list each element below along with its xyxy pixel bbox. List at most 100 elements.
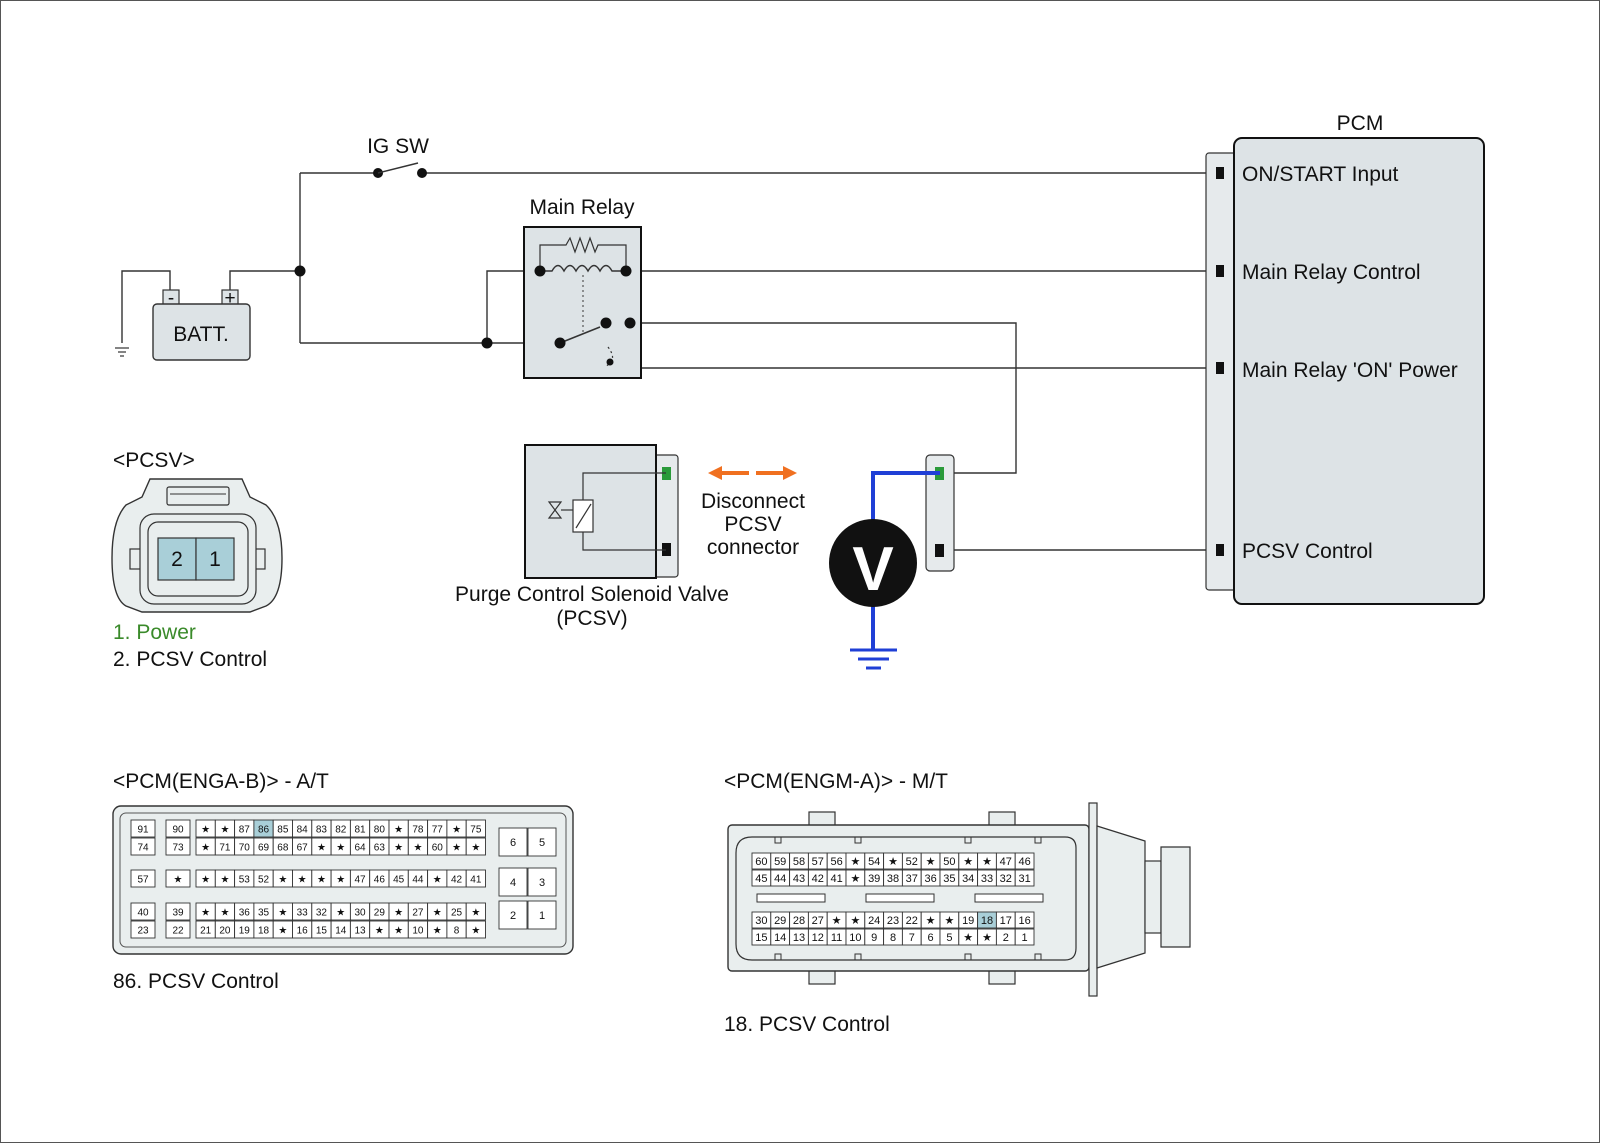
connector-pin: 46: [369, 869, 390, 888]
connector-pin: 4: [498, 867, 528, 897]
connector-pin: ★: [214, 819, 236, 838]
connector-pin: 45: [388, 869, 409, 888]
connector-pin-label: 57: [812, 856, 824, 868]
connector-pin-label: 33: [297, 908, 309, 919]
connector-pin: ★: [272, 920, 293, 939]
connector-pin: ★: [330, 902, 351, 921]
connector-pin-label: ★: [278, 926, 287, 937]
connector-pin: ★: [883, 852, 903, 870]
disconnect-line-1: Disconnect: [701, 490, 805, 513]
connector-pin: ★: [427, 902, 448, 921]
connector-pin-label: ★: [220, 875, 229, 886]
connector-pin: 34: [958, 869, 979, 887]
connector-pin-label: ★: [982, 932, 992, 944]
connector-pin: 90: [165, 819, 191, 838]
connector-pin: 44: [770, 869, 791, 887]
connector-pin: 69: [253, 837, 274, 856]
connector-pin-label: 81: [354, 825, 366, 836]
connector-pin: 13: [349, 920, 371, 939]
connector-pin: ★: [977, 928, 997, 946]
connector-pin-label: 47: [1000, 856, 1012, 868]
connector-pin: 44: [407, 869, 429, 888]
connector-pin-label: ★: [174, 875, 183, 886]
connector-pin-label: 28: [793, 915, 805, 927]
connector-pin-label: 12: [812, 932, 824, 944]
connector-pin-label: 10: [849, 932, 861, 944]
connector-pin-label: 35: [258, 908, 270, 919]
connector-pin: ★: [388, 837, 409, 856]
connector-pin-label: 16: [297, 926, 309, 937]
connector-pin: ★: [388, 920, 409, 939]
pcsv-valve: Purge Control Solenoid Valve (PCSV): [455, 444, 729, 630]
connector-pin: 36: [920, 869, 941, 887]
connector-pin-label: 60: [432, 843, 444, 854]
connector-pin-label: 21: [200, 926, 212, 937]
connector-pin: 33: [977, 869, 997, 887]
connector-pin: ★: [292, 869, 313, 888]
connector-pin-label: 90: [172, 825, 184, 836]
pcsv-cavity-2: 2: [171, 548, 183, 571]
connector-pin-label: 73: [172, 843, 184, 854]
connector-pin-label: ★: [220, 825, 229, 836]
connector-pin: 41: [465, 869, 486, 888]
connector-pin-label: 5: [946, 932, 952, 944]
connector-pin-label: ★: [278, 875, 287, 886]
connector-pin: 8: [446, 920, 467, 939]
connector-pin: ★: [427, 920, 448, 939]
battery-plus-label: +: [224, 288, 235, 309]
connector-pin: ★: [330, 869, 351, 888]
connector-pin-label: ★: [471, 843, 480, 854]
connector-pin: ★: [369, 920, 390, 939]
connector-pin: 87: [234, 819, 255, 838]
pcm-pin-pcsv-control: PCSV Control: [1242, 540, 1373, 563]
connector-pin: 8: [883, 928, 903, 946]
connector-pin: 64: [349, 837, 371, 856]
connector-pin-label: ★: [888, 856, 898, 868]
connector-pin: 23: [130, 920, 156, 939]
connector-pin-label: ★: [452, 843, 461, 854]
connector-pin-label: 75: [470, 825, 482, 836]
connector-pin: 25: [446, 902, 467, 921]
connector-pin: 78: [407, 819, 429, 838]
voltmeter-symbol: V: [852, 535, 893, 604]
battery: - + BATT.: [152, 288, 251, 361]
connector-at-title: <PCM(ENGA-B)> - A/T: [113, 770, 329, 793]
connector-pin: 39: [864, 869, 885, 887]
connector-pin-label: ★: [201, 825, 210, 836]
connector-pin: 41: [826, 869, 847, 887]
disconnect-note: Disconnect PCSV connector: [701, 490, 805, 559]
connector-pin: 85: [272, 819, 293, 838]
connector-pin-label: 74: [137, 843, 149, 854]
connector-pin: 58: [789, 852, 809, 870]
connector-pin: 56: [826, 852, 847, 870]
connector-pin-label: 36: [239, 908, 251, 919]
connector-pin-label: 9: [871, 932, 877, 944]
connector-pin: 20: [214, 920, 236, 939]
connector-pin: ★: [446, 837, 467, 856]
connector-pin: ★: [195, 902, 216, 921]
connector-pin-label: ★: [413, 843, 422, 854]
connector-pin: 47: [995, 852, 1016, 870]
connector-pin-label: ★: [850, 873, 860, 885]
connector-pin: ★: [958, 852, 979, 870]
connector-pin-label: 50: [943, 856, 955, 868]
connector-pin-label: 91: [137, 825, 149, 836]
connector-pin: 45: [751, 869, 772, 887]
connector-pin-label: 23: [887, 915, 899, 927]
voltmeter: V: [829, 471, 940, 670]
connector-pin-label: ★: [375, 926, 384, 937]
connector-pin: 32: [995, 869, 1016, 887]
pcsv-pin-2-note: 2. PCSV Control: [113, 648, 267, 671]
connector-pin-label: 18: [258, 926, 270, 937]
connector-pin-label: 45: [393, 875, 405, 886]
pcsv-pin-1-note: 1. Power: [113, 621, 196, 644]
connector-pin-label: 2: [510, 910, 516, 922]
connector-pin: 84: [292, 819, 313, 838]
connector-pin-label: 6: [510, 837, 516, 849]
connector-pin-label: 77: [432, 825, 444, 836]
connector-pin-label: 13: [354, 926, 366, 937]
connector-pin-label: 68: [277, 843, 289, 854]
connector-pin: 80: [369, 819, 390, 838]
connector-pin: 74: [130, 837, 156, 856]
connector-pin-label: ★: [944, 915, 954, 927]
